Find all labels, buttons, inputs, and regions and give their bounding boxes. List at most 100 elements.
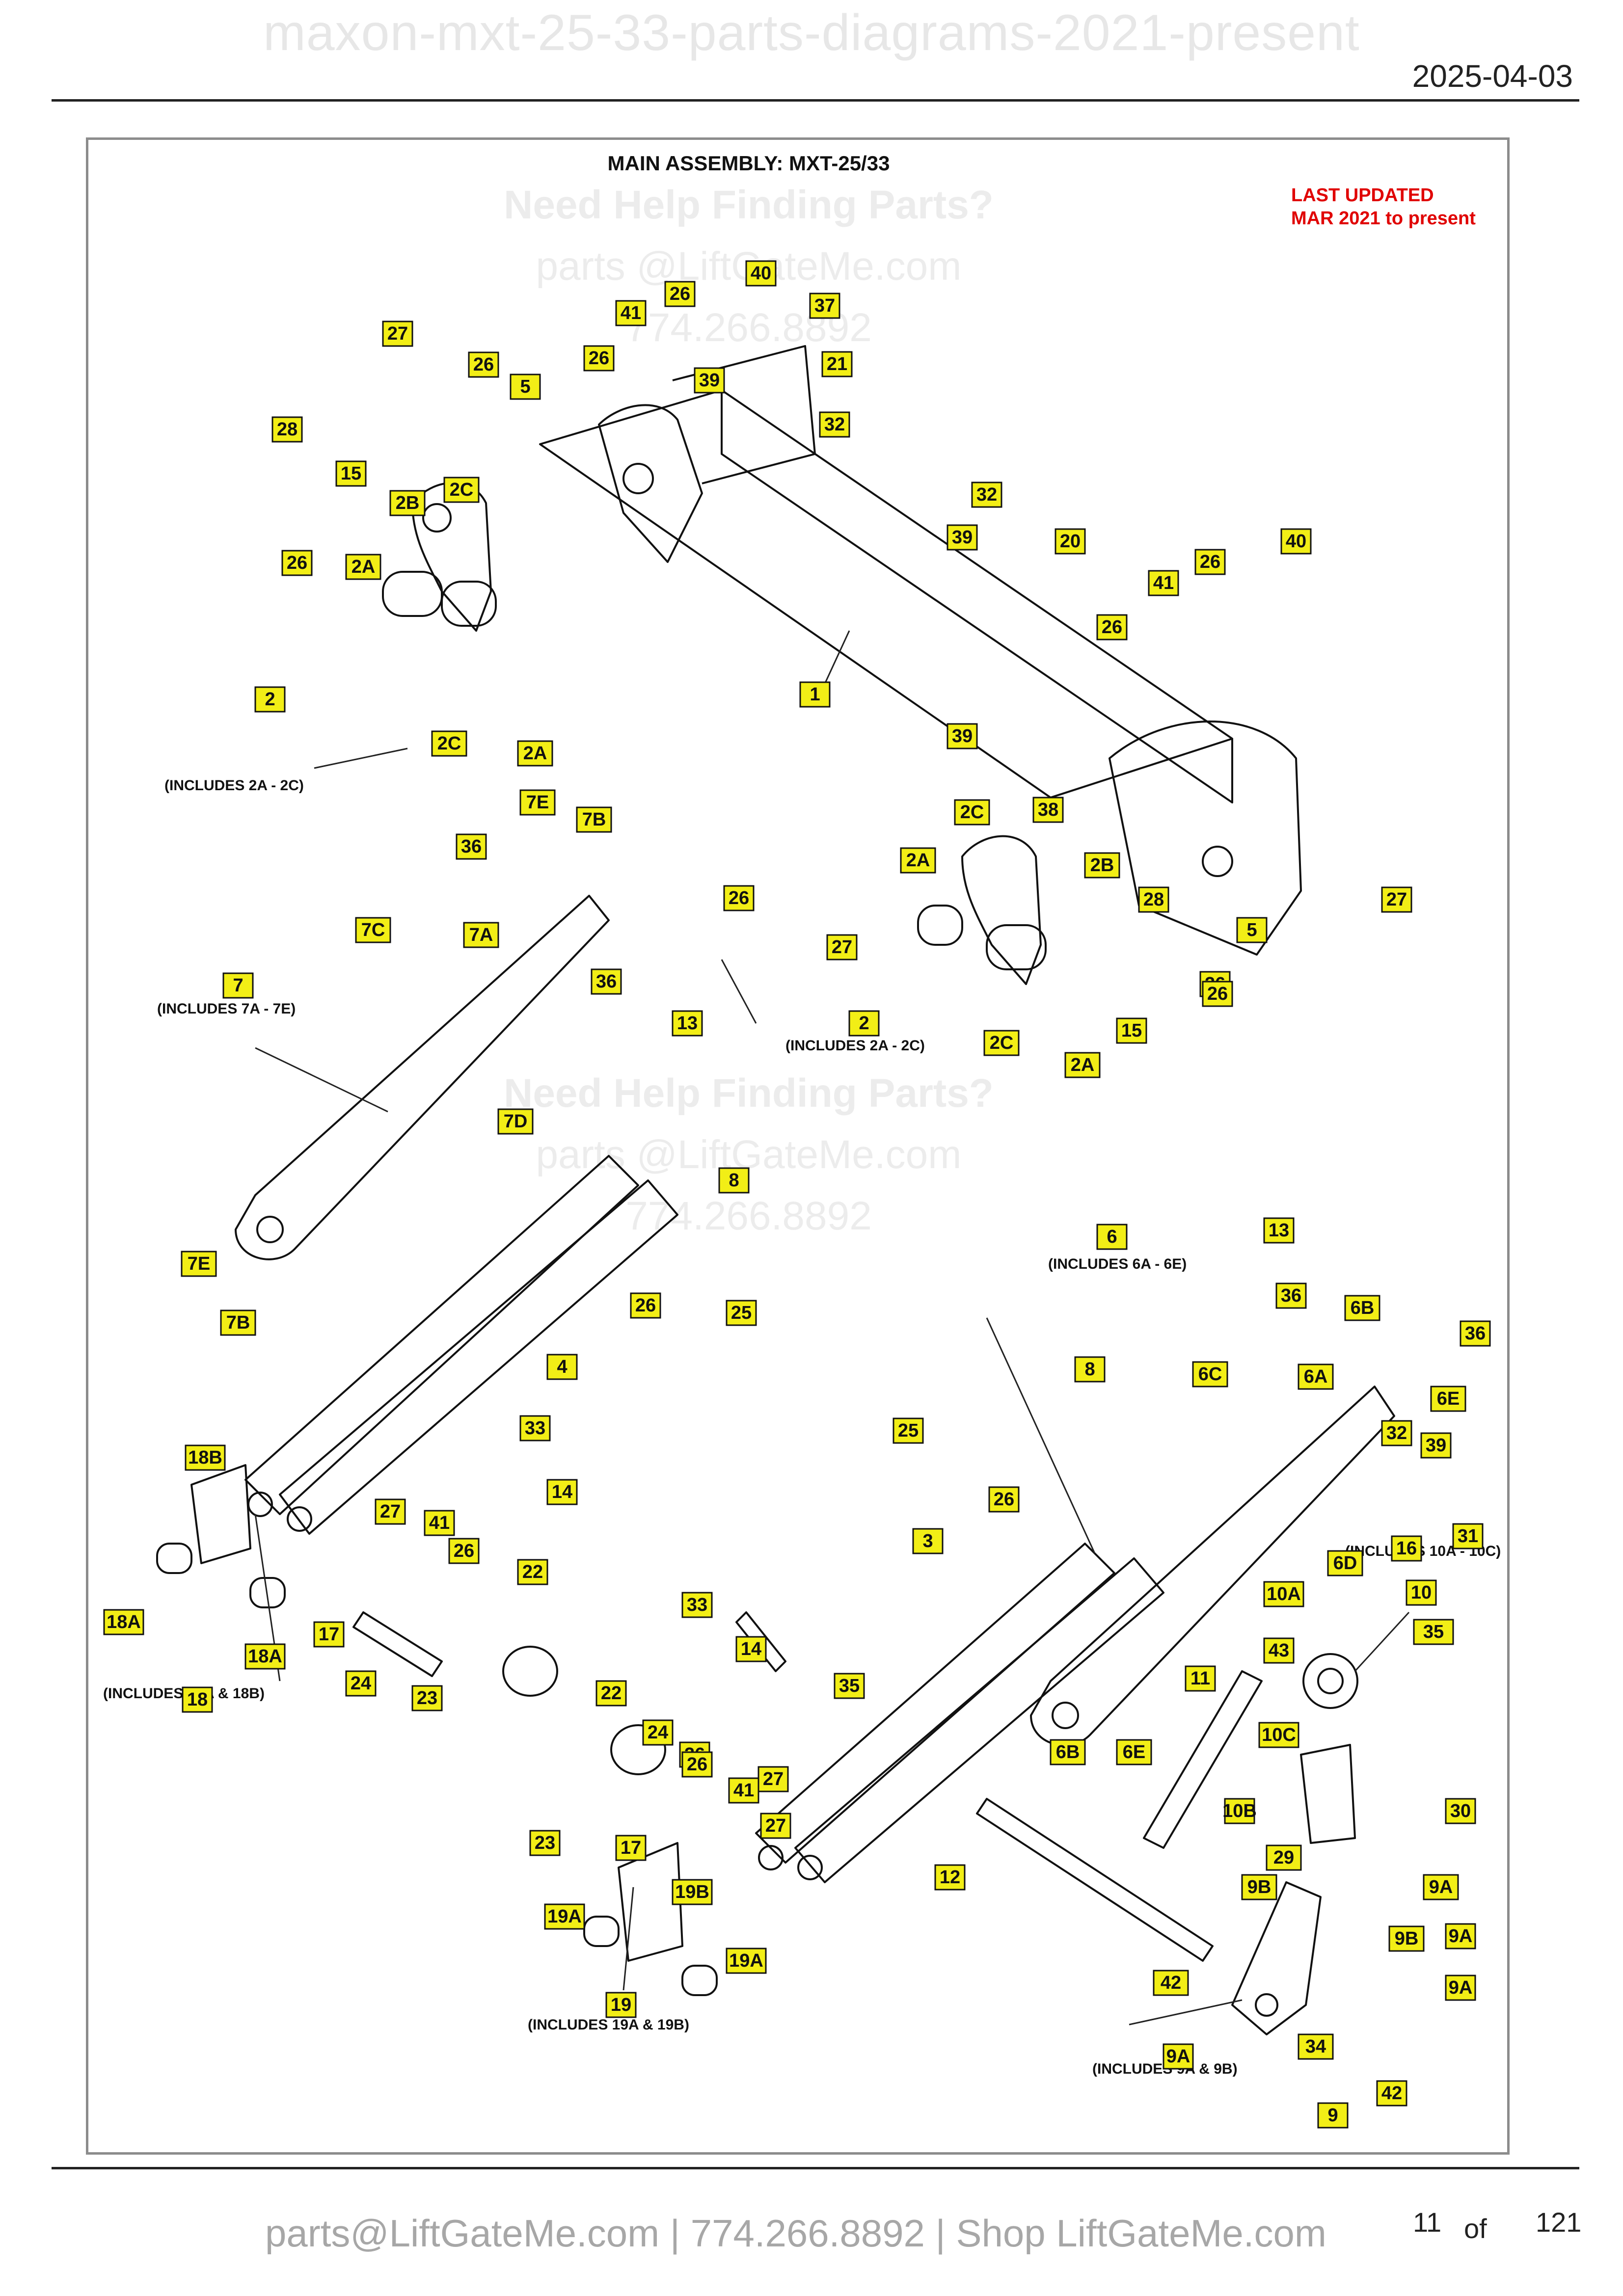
callout-label: 2B [389, 490, 426, 516]
header-divider [52, 99, 1579, 102]
footer-contact-links[interactable]: parts@LiftGateMe.com | 774.266.8892 | Sh… [265, 2212, 1326, 2255]
callout-label: 41 [615, 300, 647, 326]
callout-label: 6B [1344, 1295, 1380, 1321]
callout-leaders [254, 630, 1410, 2026]
callout-label: 7E [181, 1251, 217, 1277]
callout-label: 40 [745, 260, 777, 287]
callout-label: 20 [1055, 528, 1086, 555]
svg-text:27: 27 [763, 1769, 784, 1789]
svg-text:25: 25 [898, 1420, 919, 1441]
svg-text:22: 22 [601, 1683, 622, 1704]
callout-label: 31 [1452, 1523, 1484, 1549]
callout-label: 28 [271, 416, 303, 443]
last-updated-line1: LAST UPDATED [1291, 185, 1434, 206]
svg-text:7E: 7E [188, 1254, 210, 1274]
svg-text:6B: 6B [1056, 1742, 1080, 1762]
callout-label: 18A [103, 1609, 144, 1635]
callout-label: 13 [672, 1010, 703, 1037]
svg-text:7B: 7B [226, 1312, 250, 1333]
callout-label: 26 [281, 550, 313, 576]
svg-text:2: 2 [265, 689, 275, 710]
footer-divider [52, 2167, 1579, 2169]
callout-label: 17 [313, 1621, 345, 1648]
callout-label: 17 [615, 1835, 647, 1861]
parallel-arm-7-part [235, 895, 610, 1260]
callout-label: 7B [220, 1309, 256, 1336]
callout-label: 32 [1381, 1420, 1412, 1446]
svg-text:39: 39 [699, 370, 720, 391]
callout-label: 42 [1153, 1970, 1189, 1996]
svg-text:27: 27 [387, 323, 408, 344]
svg-text:2: 2 [859, 1013, 869, 1034]
callout-label: 26 [630, 1292, 661, 1319]
svg-text:11: 11 [1190, 1668, 1210, 1689]
svg-text:7A: 7A [469, 925, 493, 945]
includes-note-19: (INCLUDES 19A & 19B) [528, 2017, 689, 2033]
callout-label: 22 [595, 1680, 627, 1707]
callout-label: 40 [1280, 528, 1312, 555]
svg-text:26: 26 [1200, 552, 1220, 572]
callout-label: 26 [681, 1751, 713, 1778]
svg-text:41: 41 [1153, 573, 1174, 593]
callout-label: 19 [605, 1992, 637, 2018]
callout-label: 8 [1074, 1356, 1106, 1383]
callout-label: 6E [1116, 1739, 1152, 1765]
svg-text:26: 26 [670, 284, 690, 304]
svg-text:7D: 7D [504, 1111, 528, 1132]
callout-label: 25 [726, 1300, 757, 1326]
callout-label: 27 [826, 934, 858, 961]
callout-label: 6C [1192, 1361, 1228, 1388]
callout-label: 39 [694, 367, 725, 394]
svg-text:30: 30 [1450, 1801, 1471, 1821]
shafts-pins-part [352, 1611, 1214, 1962]
callout-label: 7 [222, 972, 254, 999]
callout-label: 9A [1423, 1874, 1459, 1900]
callout-label: 7B [576, 806, 612, 833]
callout-label: 19B [672, 1879, 713, 1905]
diagram-title: MAIN ASSEMBLY: MXT-25/33 [608, 152, 890, 175]
callout-label: 26 [988, 1486, 1020, 1513]
svg-text:17: 17 [621, 1838, 641, 1858]
svg-text:32: 32 [1386, 1423, 1407, 1443]
callout-label: 7D [497, 1108, 534, 1135]
callout-label: 28 [1138, 886, 1169, 913]
callout-label: 9B [1241, 1874, 1277, 1900]
callout-label: 2 [848, 1010, 880, 1037]
callout-label: 8 [718, 1167, 750, 1194]
callout-label: 7E [519, 789, 556, 816]
svg-text:39: 39 [1426, 1435, 1446, 1456]
callout-label: 9 [1317, 2102, 1349, 2129]
svg-text:7E: 7E [526, 792, 549, 813]
svg-text:24: 24 [351, 1673, 371, 1694]
svg-text:9: 9 [1327, 2105, 1338, 2126]
callout-label: 41 [1148, 570, 1179, 596]
svg-text:5: 5 [1246, 920, 1257, 940]
svg-text:9A: 9A [1429, 1877, 1453, 1897]
callout-label: 10B [1222, 1798, 1257, 1824]
callout-label: 10 [1406, 1579, 1437, 1606]
svg-text:37: 37 [814, 295, 835, 316]
svg-text:8: 8 [729, 1170, 739, 1191]
svg-text:18: 18 [187, 1689, 208, 1710]
svg-text:19A: 19A [729, 1950, 763, 1971]
svg-text:33: 33 [687, 1595, 707, 1615]
callout-label: 21 [821, 351, 853, 377]
svg-text:6E: 6E [1123, 1742, 1145, 1762]
svg-text:9A: 9A [1449, 1977, 1473, 1998]
watermark-title: maxon-mxt-25-33-parts-diagrams-2021-pres… [263, 4, 1360, 61]
callout-label: 2C [443, 477, 480, 503]
callout-label: 19A [726, 1948, 767, 1974]
callout-label: 2B [1084, 852, 1120, 879]
callout-label: 18 [182, 1686, 213, 1713]
svg-text:2B: 2B [1090, 855, 1114, 876]
svg-text:18A: 18A [248, 1646, 282, 1667]
svg-text:14: 14 [552, 1482, 572, 1502]
svg-text:2C: 2C [990, 1033, 1014, 1053]
callout-label: 3 [912, 1528, 944, 1554]
svg-text:39: 39 [952, 527, 973, 548]
callout-label: 6A [1298, 1363, 1334, 1390]
svg-text:35: 35 [1423, 1622, 1444, 1642]
svg-text:17: 17 [319, 1624, 339, 1645]
svg-text:16: 16 [1396, 1538, 1417, 1559]
callout-label: 37 [809, 293, 840, 319]
